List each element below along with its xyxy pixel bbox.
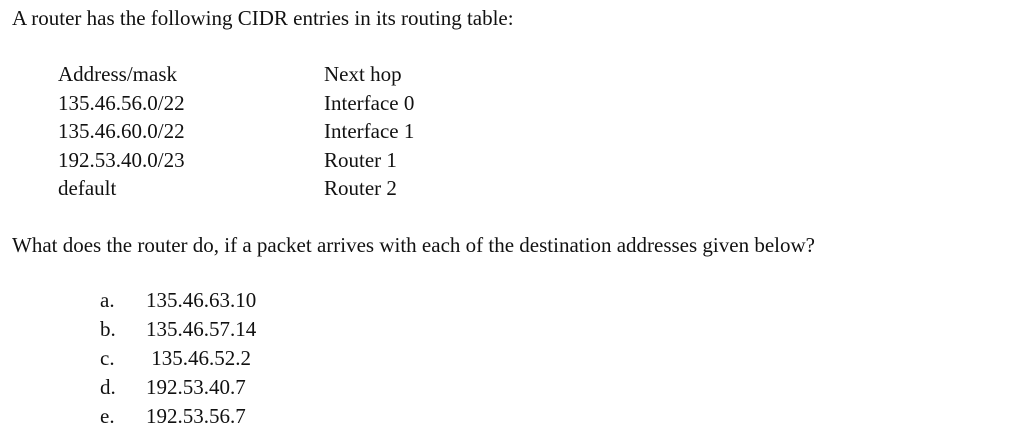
table-header-row: Address/mask Next hop bbox=[58, 60, 414, 89]
list-item: e. 192.53.56.7 bbox=[100, 402, 256, 431]
destination-address-list: a. 135.46.63.10 b. 135.46.57.14 c. 135.4… bbox=[100, 286, 256, 431]
header-address-mask: Address/mask bbox=[58, 62, 177, 86]
list-item-address: 135.46.63.10 bbox=[146, 288, 257, 312]
header-next-hop: Next hop bbox=[324, 62, 402, 86]
table-row: 135.46.56.0/22 Interface 0 bbox=[58, 89, 414, 118]
row-next-hop: Router 2 bbox=[324, 176, 397, 200]
list-item-letter: c. bbox=[100, 346, 115, 370]
row-next-hop: Interface 1 bbox=[324, 119, 415, 143]
list-item: b. 135.46.57.14 bbox=[100, 315, 256, 344]
list-item: a. 135.46.63.10 bbox=[100, 286, 256, 315]
question-text: What does the router do, if a packet arr… bbox=[12, 233, 815, 257]
list-item-letter: d. bbox=[100, 375, 116, 399]
row-address: 192.53.40.0/23 bbox=[58, 147, 185, 172]
row-address: 135.46.60.0/22 bbox=[58, 119, 185, 143]
list-item-letter: e. bbox=[100, 404, 115, 428]
row-address: 135.46.56.0/22 bbox=[58, 90, 185, 115]
list-item: c. 135.46.52.2 bbox=[100, 344, 256, 373]
intro-text: A router has the following CIDR entries … bbox=[12, 6, 514, 30]
table-row: default Router 2 bbox=[58, 174, 414, 203]
list-item-address: 135.46.52.2 bbox=[146, 346, 251, 370]
list-item: d. 192.53.40.7 bbox=[100, 373, 256, 402]
row-next-hop: Interface 0 bbox=[324, 90, 415, 115]
table-row: 135.46.60.0/22 Interface 1 bbox=[58, 117, 414, 146]
list-item-address: 135.46.57.14 bbox=[146, 317, 257, 341]
row-next-hop: Router 1 bbox=[324, 147, 397, 172]
routing-table: Address/mask Next hop 135.46.56.0/22 Int… bbox=[58, 60, 414, 203]
list-item-address: 192.53.40.7 bbox=[146, 375, 246, 399]
list-item-address: 192.53.56.7 bbox=[146, 404, 246, 428]
list-item-letter: a. bbox=[100, 288, 115, 312]
row-address: default bbox=[58, 176, 117, 200]
table-row: 192.53.40.0/23 Router 1 bbox=[58, 146, 414, 175]
list-item-letter: b. bbox=[100, 317, 116, 341]
